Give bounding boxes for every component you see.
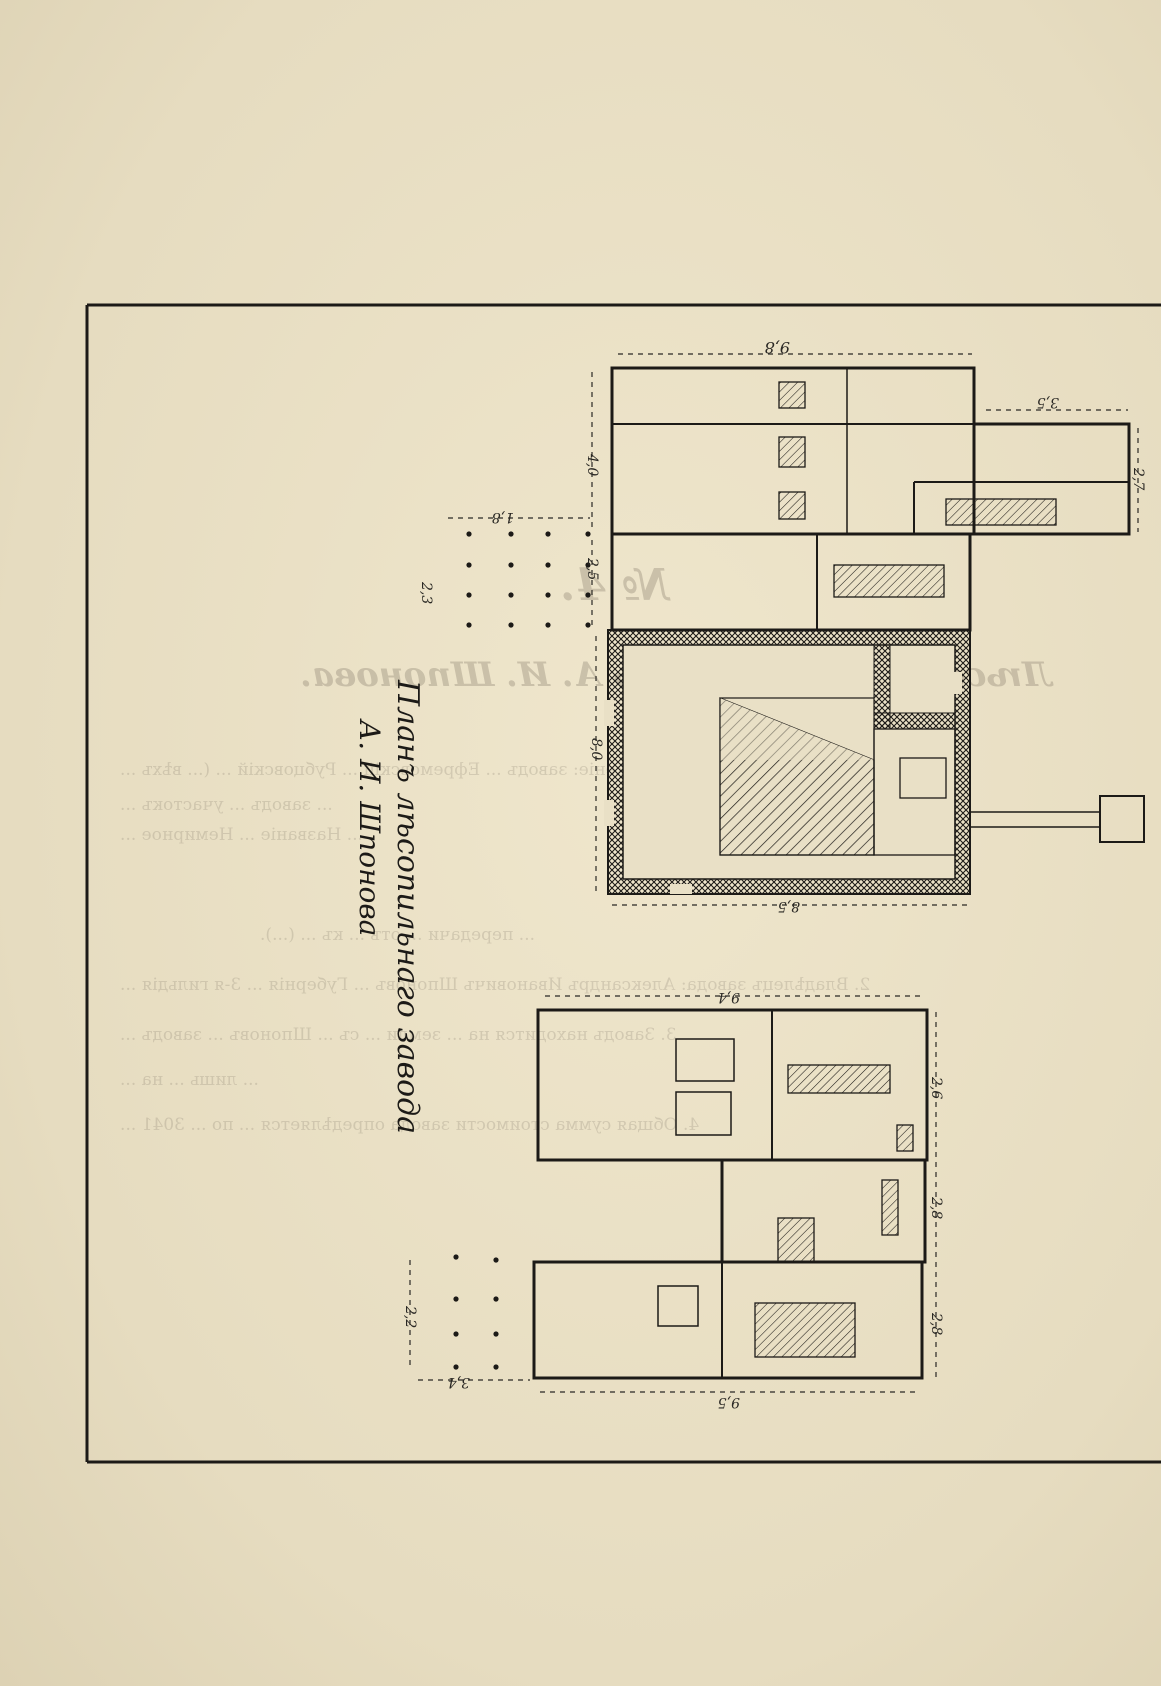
plan-title: Планъ лѣсопильнаго завода А. И. Шпонова	[353, 679, 425, 1134]
dimension-labels: 9,8 3,5 2,7 4,0 1,8 2,5 2,3 8,0 8,5 9,4 …	[402, 338, 1146, 1410]
dim-main-width: 8,5	[778, 898, 800, 914]
plan-title-line1: Планъ лѣсопильнаго завода	[390, 679, 425, 1134]
dim-main-height: 8,0	[588, 738, 604, 760]
top-building	[610, 366, 1131, 632]
dim-top-height: 4,0	[584, 453, 600, 476]
dim-dots-top-side: 2,5	[584, 557, 600, 580]
dim-dots-bottom-side: 2,2	[402, 1305, 418, 1328]
machine-block	[778, 381, 1057, 598]
dim-bottom-width: 9,4	[718, 989, 740, 1005]
pile-grid-bottom	[453, 1254, 499, 1370]
dim-annex-height: 2,7	[1130, 467, 1146, 490]
dimension-lines	[409, 353, 1139, 1393]
dim-dots-top-width: 1,8	[492, 509, 514, 525]
pile-grid-top	[466, 531, 591, 628]
plan-title-line2: А. И. Шпонова	[353, 718, 386, 936]
dim-top-width: 9,8	[765, 338, 790, 357]
main-mill-building	[604, 629, 1145, 895]
dim-bottom-seg3: 2,8	[928, 1312, 944, 1335]
dim-bottom-seg1: 2,6	[928, 1076, 944, 1099]
bottom-building	[532, 1008, 929, 1380]
dim-bottom-base: 9,5	[718, 1394, 740, 1410]
bottom-machine-blocks	[754, 1064, 914, 1358]
drawing-frame	[85, 303, 1161, 1464]
dim-bottom-seg2: 2,8	[928, 1196, 944, 1219]
dim-annex-width: 3,5	[1037, 394, 1059, 410]
dim-dots-bottom-width: 3,4	[448, 1374, 470, 1390]
dim-dots-top-gap: 2,3	[418, 581, 434, 604]
